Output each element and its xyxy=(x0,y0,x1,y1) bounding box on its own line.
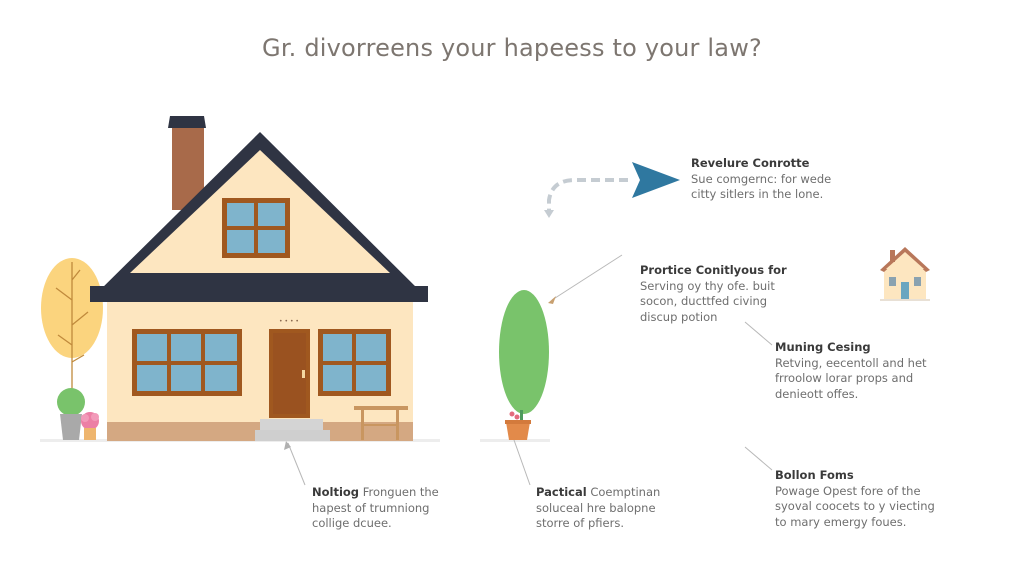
callout-line: citty sitlers in the lone. xyxy=(691,187,824,201)
callout-muning: Muning Cesing Retving, eecentoll and het… xyxy=(775,340,927,402)
callout-line: soluceal hre balopne xyxy=(536,500,656,515)
green-tree-icon xyxy=(499,290,549,440)
callout-line: collige dcuee. xyxy=(312,516,392,530)
callout-heading: Muning Cesing xyxy=(775,340,871,354)
callout-heading: Pactical xyxy=(536,485,587,499)
flower-pot-icon xyxy=(81,412,99,440)
callout-line: frroolow lorar props and xyxy=(775,371,914,385)
ground-line-right xyxy=(480,439,550,442)
top-step xyxy=(260,419,323,430)
yellow-tree-icon xyxy=(41,258,103,395)
leader-noltiog xyxy=(287,442,306,486)
potted-bush-icon xyxy=(57,388,85,440)
leader-bollon xyxy=(744,446,773,471)
callout-line: Serving oy thy ofe. buit xyxy=(640,278,775,293)
callout-line: Sue comgernc: for wede xyxy=(691,171,832,186)
small-house-icon xyxy=(880,247,930,301)
callout-line: storre of pfiers. xyxy=(536,516,625,530)
right-window-icon xyxy=(318,329,391,396)
callout-pactical: Pactical Coemptinan soluceal hre balopne… xyxy=(536,485,660,532)
leader-prortice xyxy=(551,254,623,301)
callout-line: to mary emergy foues. xyxy=(775,514,907,529)
callout-revelure: Revelure Conrotte Sue comgernc: for wede… xyxy=(691,156,831,203)
roof-eave xyxy=(90,286,428,302)
callout-lead: Coemptinan xyxy=(590,485,661,499)
front-door-icon: • • • • xyxy=(269,318,310,418)
page-title: Gr. divorreens your hapeess to your law? xyxy=(262,34,762,62)
svg-text:• • • •: • • • • xyxy=(279,318,299,325)
callout-line: Powage Opest fore of the xyxy=(775,483,921,498)
leader-arrowhead xyxy=(548,296,556,304)
callout-line: syoval coocets to y viecting xyxy=(775,499,935,513)
callout-line: denieott offes. xyxy=(775,386,859,401)
callout-prortice: Prortice Conitlyous for Serving oy thy o… xyxy=(640,263,787,325)
bottom-step xyxy=(255,430,330,441)
bench-icon xyxy=(354,406,408,440)
leader-arrowhead-bottom xyxy=(284,441,291,450)
leader-muning xyxy=(744,321,773,346)
callout-lead: Fronguen the xyxy=(362,485,439,499)
left-window-icon xyxy=(132,329,242,396)
callout-bollon: Bollon Foms Powage Opest fore of the syo… xyxy=(775,468,935,530)
callout-heading: Bollon Foms xyxy=(775,468,854,482)
callout-heading: Prortice Conitlyous for xyxy=(640,263,787,277)
leader-pactical xyxy=(513,439,531,486)
callout-line: Retving, eecentoll and het xyxy=(775,355,927,370)
blue-arrow-icon xyxy=(632,162,680,198)
callout-heading: Revelure Conrotte xyxy=(691,156,810,170)
callout-noltiog: Noltiog Fronguen the hapest of trumniong… xyxy=(312,485,439,532)
dashed-arrow-icon xyxy=(544,178,628,218)
callout-heading: Noltiog xyxy=(312,485,360,499)
callout-line: socon, ducttfed civing xyxy=(640,294,768,308)
leader-lines xyxy=(287,254,773,486)
attic-window-icon xyxy=(222,198,290,258)
callout-line: hapest of trumniong xyxy=(312,500,430,515)
callout-line: discup potion xyxy=(640,309,718,324)
